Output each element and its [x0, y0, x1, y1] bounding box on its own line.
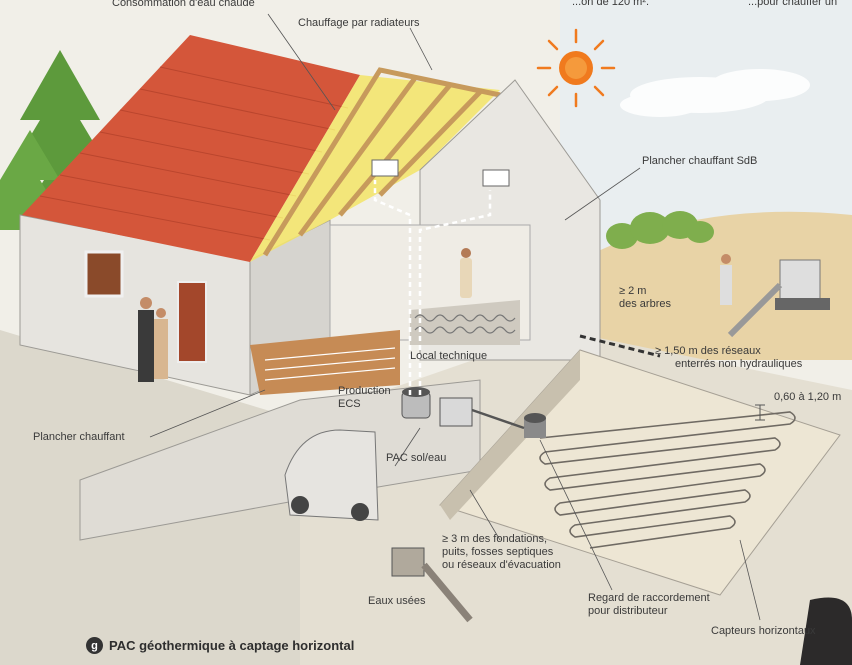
clouds [620, 69, 810, 117]
figure-caption: g PAC géothermique à captage horizontal [86, 637, 354, 654]
sun-icon [536, 28, 616, 108]
regard-icon [524, 413, 546, 438]
living-floor [250, 330, 400, 395]
label-top-right-1: ...on de 120 m². [572, 0, 650, 8]
sdb-heating-coil [414, 314, 516, 334]
label-plancher-sdb: Plancher chauffant SdB [642, 155, 758, 167]
label-production-2: ECS [338, 398, 361, 410]
label-capteurs: Capteurs horizontaux [711, 625, 816, 637]
label-regard-2: pour distributeur [588, 605, 668, 617]
person-bathroom [460, 248, 472, 298]
label-arbres-2: des arbres [619, 298, 671, 310]
hot-water-lines [373, 180, 492, 395]
horizontal-collectors [539, 411, 796, 549]
distance-marker [579, 334, 661, 358]
label-top-right-2: ...pour chauffer un [748, 0, 838, 8]
label-local-technique: Local technique [410, 350, 488, 362]
radiator-left [371, 159, 399, 177]
label-fondations-3: ou réseaux d'évacuation [442, 559, 561, 571]
label-reseaux-2: enterrés non hydrauliques [675, 358, 803, 370]
excavator [727, 259, 830, 338]
edge-shadow [800, 597, 852, 665]
label-regard-1: Regard de raccordement [588, 592, 710, 604]
roof-trusses [262, 67, 501, 257]
label-profondeur: 0,60 à 1,20 m [774, 391, 842, 403]
leader-lines [149, 13, 761, 621]
label-arbres-1: ≥ 2 m [619, 285, 647, 297]
caption-title: PAC géothermique à captage horizontal [109, 638, 355, 653]
couple [138, 297, 168, 382]
depth-marker [755, 404, 765, 421]
label-fondations-1: ≥ 3 m des fondations, [442, 533, 548, 545]
bathroom-floor [410, 300, 520, 345]
car [284, 429, 379, 521]
worker [720, 254, 732, 305]
distant-trees [606, 211, 714, 249]
wastewater-box [391, 547, 473, 623]
label-chauffage: Chauffage par radiateurs [298, 17, 420, 29]
label-production-1: Production [338, 385, 391, 397]
label-consommation: Consommation d'eau chaude [112, 0, 255, 9]
window [84, 250, 124, 298]
label-eaux-usees: Eaux usées [368, 595, 426, 607]
front-door [177, 281, 207, 363]
caption-badge: g [86, 637, 103, 654]
label-reseaux-1: ≥ 1,50 m des réseaux [655, 345, 761, 357]
label-pac: PAC sol/eau [386, 452, 447, 464]
label-plancher-chauffant: Plancher chauffant [33, 431, 125, 443]
radiator-right [482, 169, 510, 187]
floor-heating-coil [264, 347, 396, 381]
pipe [471, 408, 525, 430]
trench-edge [440, 350, 580, 520]
label-fondations-2: puits, fosses septiques [442, 546, 554, 558]
